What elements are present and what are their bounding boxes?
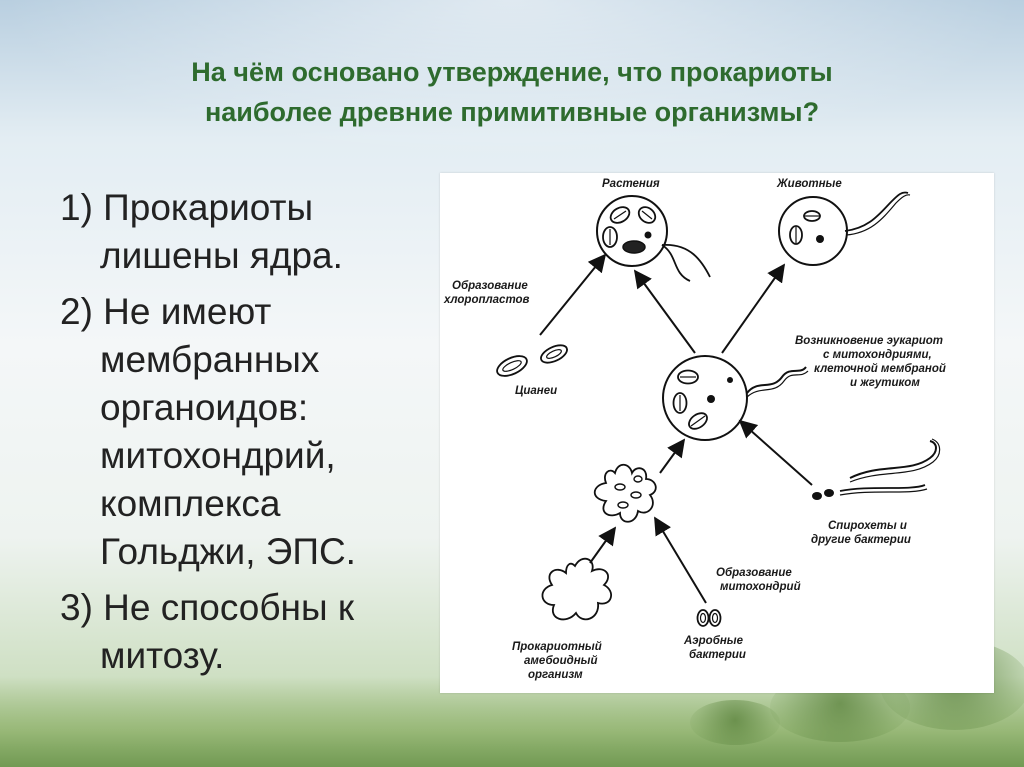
title-line: наиболее древние примитивные организмы? (204, 97, 820, 127)
label-prokaryote: амебоидный (524, 655, 598, 667)
prokaryotic-amoeboid (541, 557, 612, 621)
eukaryote-cell (662, 355, 809, 441)
arrows (539, 253, 813, 604)
title-line: На чём основано утверждение, что прокари… (191, 57, 833, 87)
label-eukaryote: клеточной мембраной (814, 363, 946, 375)
label-animals: Животные (776, 178, 842, 190)
point-item: 2) Не имеют мембранных органоидов: митох… (60, 291, 356, 572)
points-list: 1) Прокариоты лишены ядра. 2) Не имеют м… (60, 184, 420, 688)
label-aerobic: бактерии (689, 649, 746, 661)
label-spirochetes: Спирохеты и (828, 520, 907, 532)
endosymbiosis-diagram: Растения Животные Образование хлоропласт… (440, 173, 994, 693)
label-prokaryote: организм (528, 669, 583, 681)
slide-title: На чём основано утверждение, что прокари… (60, 52, 964, 132)
label-mitochondria: митохондрий (720, 581, 801, 593)
cyanea-cells (496, 344, 568, 377)
label-chloroplast: хлоропластов (443, 294, 530, 306)
diagram-svg: Растения Животные Образование хлоропласт… (443, 178, 946, 681)
label-spirochetes: другие бактерии (811, 534, 911, 546)
label-plants: Растения (602, 178, 660, 190)
point-item: 3) Не способны к митозу. (60, 587, 355, 676)
background-tree (690, 700, 780, 745)
spirochetes (812, 438, 941, 500)
sky-haze (0, 0, 1024, 160)
label-prokaryote: Прокариотный (512, 641, 602, 653)
amoeboid-with-mitochondria (593, 463, 657, 523)
label-chloroplast: Образование (452, 280, 528, 292)
label-eukaryote: Возникновение эукариот (795, 335, 943, 347)
label-cyanea: Цианеи (515, 385, 557, 397)
point-item: 1) Прокариоты лишены ядра. (60, 187, 343, 276)
plant-cell (596, 195, 711, 282)
animal-cell (778, 191, 911, 266)
label-eukaryote: с митохондриями, (823, 349, 932, 361)
label-mitochondria: Образование (716, 567, 792, 579)
aerobic-bacteria (696, 609, 722, 627)
label-aerobic: Аэробные (683, 635, 744, 647)
label-eukaryote: и жгутиком (850, 377, 920, 389)
